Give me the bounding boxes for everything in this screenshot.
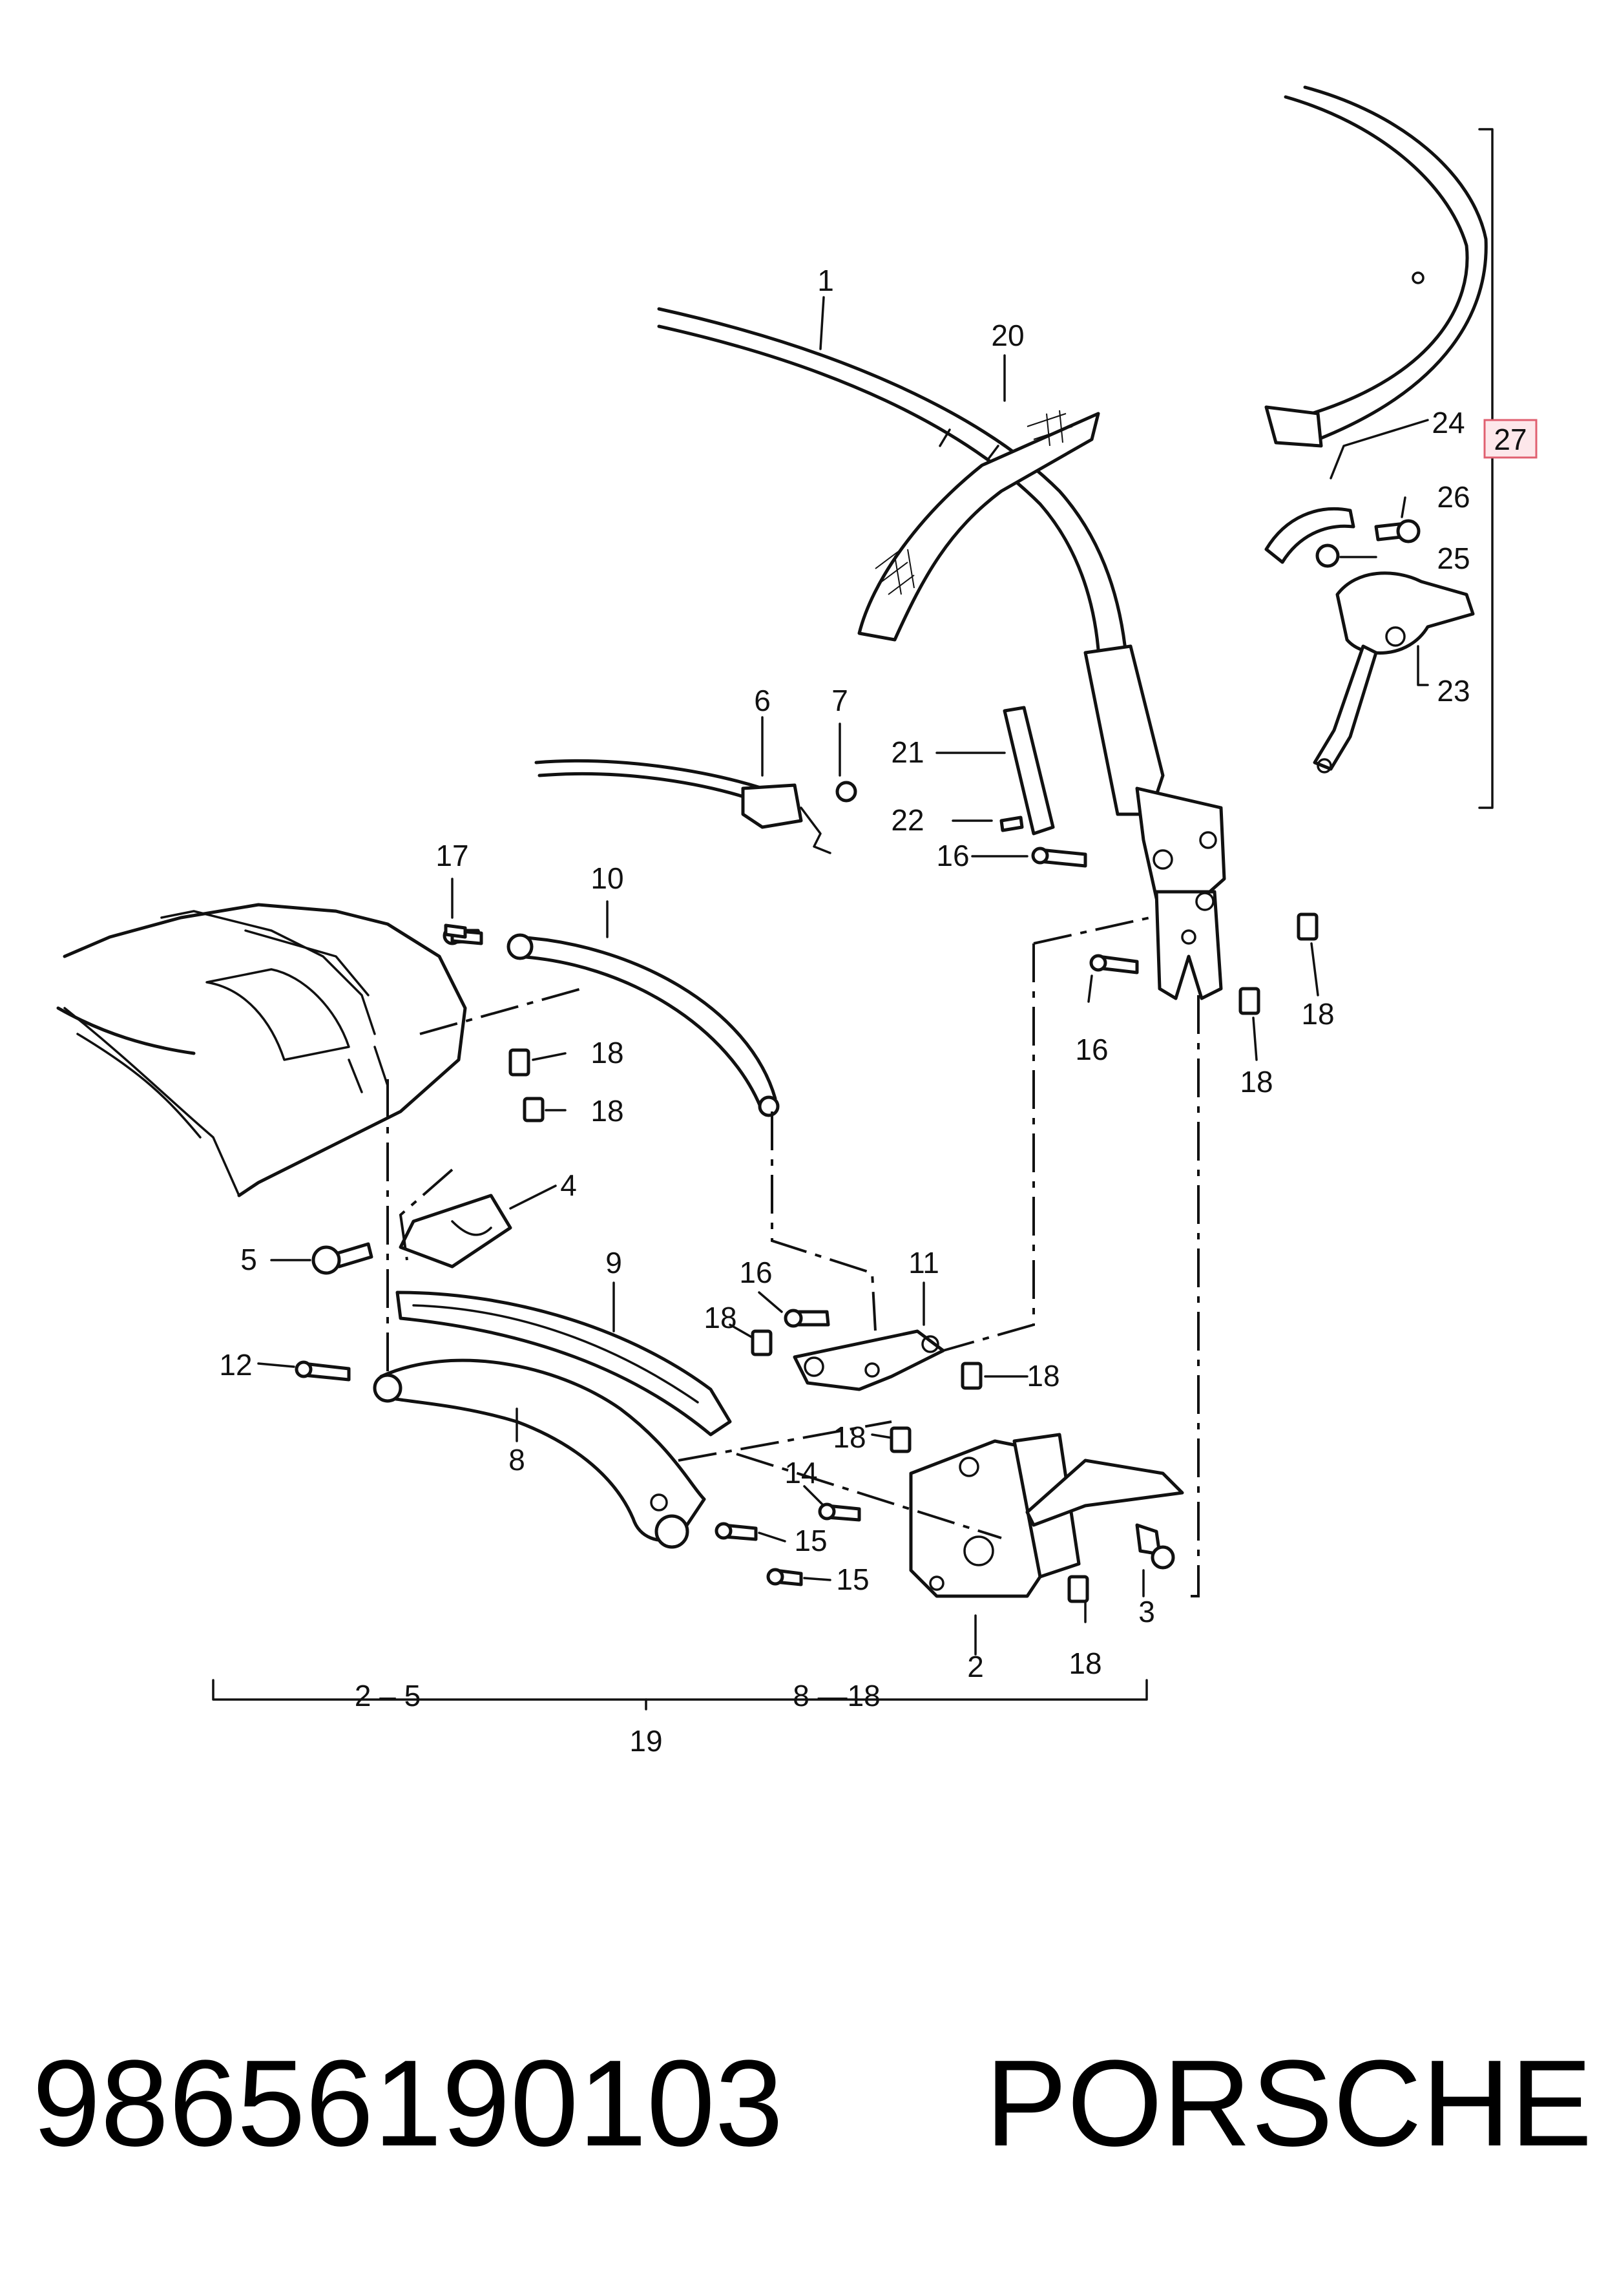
callout-16-top: 16 <box>936 839 969 872</box>
callout-18-h: 18 <box>1069 1647 1101 1680</box>
callout-18-d: 18 <box>1240 1065 1273 1099</box>
callout-25: 25 <box>1437 542 1470 575</box>
part-number-text: 98656190103 <box>32 2035 783 2172</box>
roof-cover-panel <box>56 903 467 1197</box>
callout-1: 1 <box>817 264 834 297</box>
callout-7: 7 <box>831 684 848 717</box>
range-label-total: 19 <box>629 1724 662 1758</box>
callout-26: 26 <box>1437 480 1470 514</box>
callout-27-highlight <box>1483 419 1538 459</box>
roof-frame-bow-part <box>657 307 1226 1000</box>
base-hinge-bracket <box>909 1433 1184 1598</box>
callout-10: 10 <box>590 861 623 895</box>
callout-labels: 1 20 24 27 26 25 23 6 7 21 22 16 17 10 1… <box>219 264 1538 1758</box>
callout-15-a: 15 <box>794 1524 827 1557</box>
callout-12: 12 <box>219 1348 252 1382</box>
callout-18-c: 18 <box>1301 997 1334 1031</box>
bolts <box>295 847 1139 1586</box>
callout-23: 23 <box>1437 674 1470 708</box>
callout-27: 27 <box>1494 423 1527 456</box>
clips <box>508 912 1319 1603</box>
callout-20: 20 <box>991 319 1024 352</box>
callout-16-mid: 16 <box>1075 1033 1108 1066</box>
leader-lines <box>212 296 1429 1711</box>
brand-text: PORSCHE <box>985 2035 1592 2172</box>
callout-18-a: 18 <box>590 1036 623 1069</box>
callout-9: 9 <box>605 1246 622 1280</box>
callout-15-b: 15 <box>836 1563 869 1596</box>
callout-18-g: 18 <box>833 1420 866 1454</box>
callout-4: 4 <box>560 1168 577 1202</box>
callout-18-f: 18 <box>1027 1359 1059 1393</box>
link-arm-part <box>443 926 780 1117</box>
callout-8: 8 <box>508 1443 525 1477</box>
callout-22: 22 <box>891 803 924 837</box>
main-pillar-frame <box>373 1290 732 1549</box>
roof-padding-strip-part <box>857 410 1100 642</box>
callout-16-low: 16 <box>739 1256 772 1289</box>
callout-17: 17 <box>435 839 468 872</box>
callout-3: 3 <box>1138 1595 1155 1628</box>
callout-18-b: 18 <box>590 1094 623 1128</box>
rear-window-frame-assembly <box>1264 85 1494 809</box>
callout-11: 11 <box>908 1246 939 1280</box>
callout-5: 5 <box>240 1243 257 1276</box>
bracket-and-screw <box>311 1194 512 1275</box>
hinge-link-part <box>784 1309 945 1391</box>
callout-14: 14 <box>784 1456 817 1490</box>
trim-strip-part <box>999 706 1055 836</box>
assembly-dash-lines <box>386 916 1200 1597</box>
callout-21: 21 <box>891 735 924 769</box>
range-label-right: 8 —18 <box>793 1679 881 1712</box>
range-label-left: 2 – 5 <box>355 1679 421 1712</box>
callout-2: 2 <box>967 1650 984 1683</box>
callout-24: 24 <box>1432 406 1465 439</box>
cable-and-holder <box>534 759 857 854</box>
callout-6: 6 <box>754 684 771 717</box>
callout-18-e: 18 <box>704 1301 736 1334</box>
